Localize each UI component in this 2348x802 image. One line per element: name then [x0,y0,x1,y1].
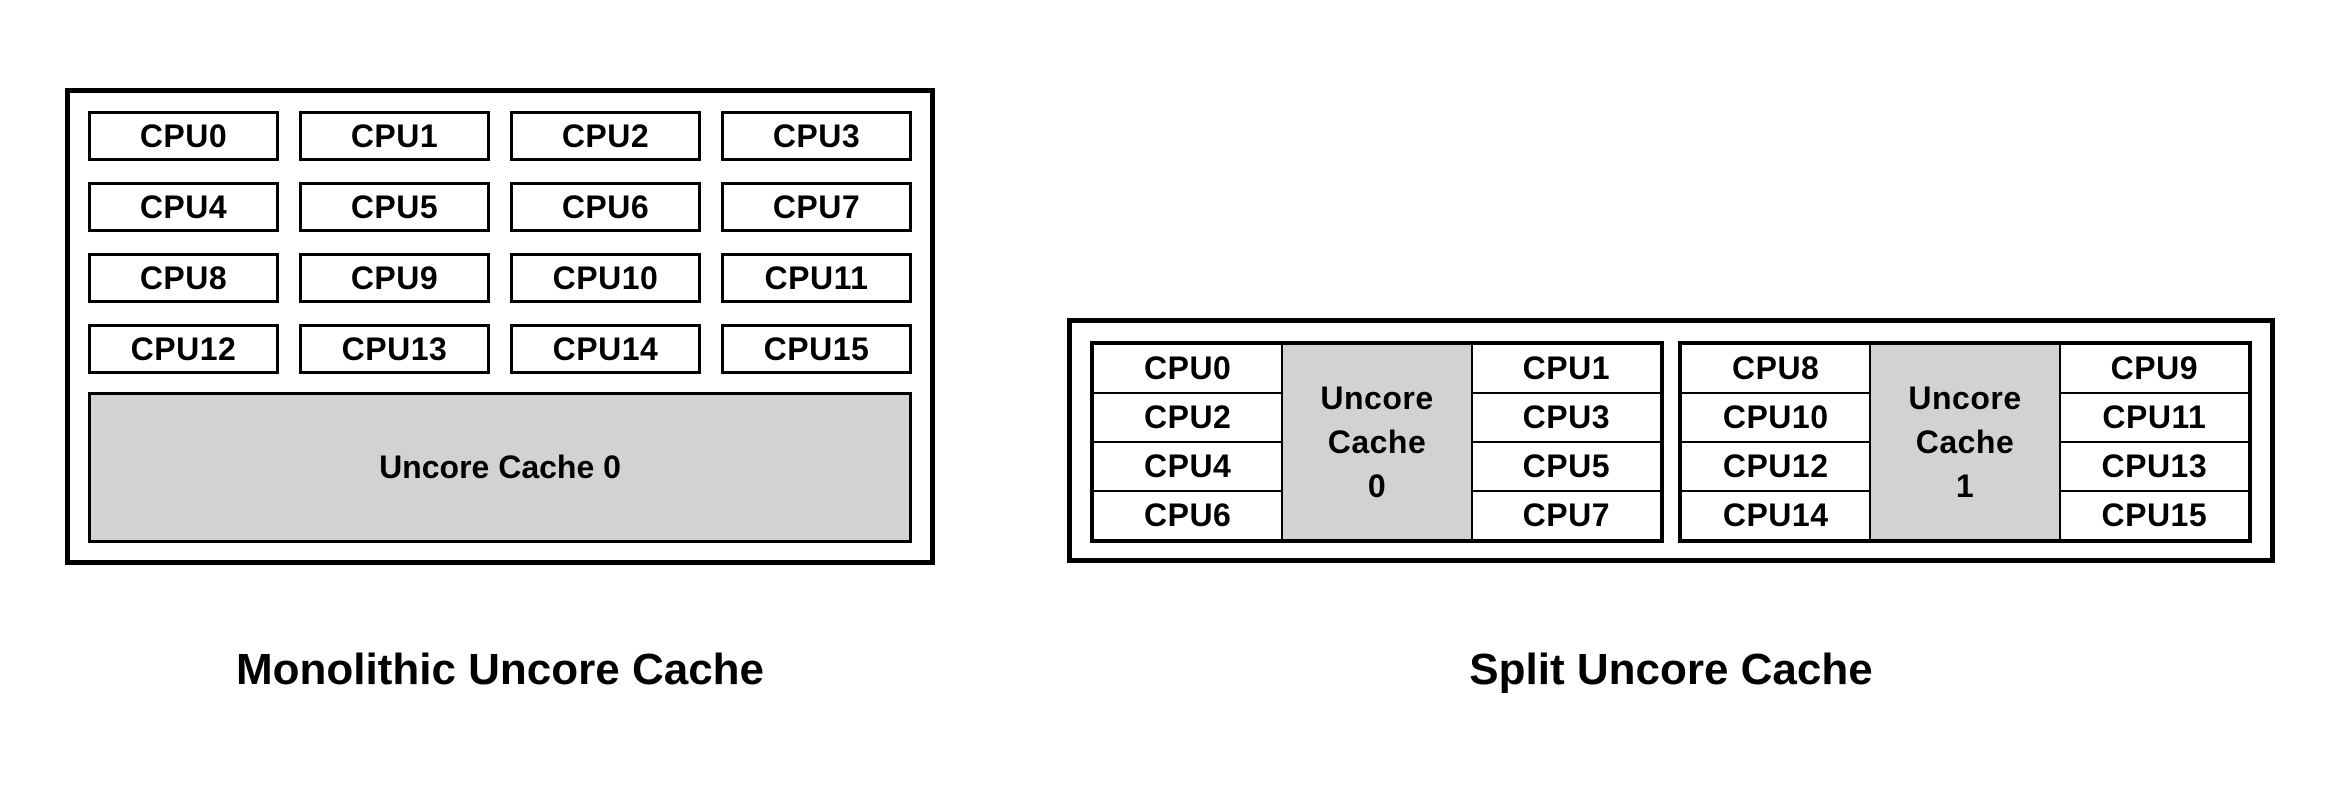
cpu-box: CPU4 [1093,442,1283,491]
cpu-box: CPU2 [510,111,701,161]
cpu-box: CPU7 [1471,491,1661,540]
cpu-box: CPU9 [299,253,490,303]
cpu-box: CPU10 [510,253,701,303]
cpu-box: CPU12 [88,324,279,374]
cache-label-line: 1 [1955,468,1975,504]
uncore-cache-box: Uncore Cache 0 [1282,344,1472,540]
cpu-box: CPU9 [2059,344,2249,393]
monolithic-diagram: CPU0 CPU1 CPU2 CPU3 CPU4 CPU5 CPU6 CPU7 … [65,88,935,565]
monolithic-cpu-grid: CPU0 CPU1 CPU2 CPU3 CPU4 CPU5 CPU6 CPU7 … [88,111,912,374]
cpu-box: CPU4 [88,182,279,232]
cpu-box: CPU0 [88,111,279,161]
cpu-box: CPU1 [299,111,490,161]
uncore-cache-box: Uncore Cache 0 [88,392,912,543]
cpu-box: CPU11 [721,253,912,303]
cpu-box: CPU13 [299,324,490,374]
cpu-box: CPU11 [2059,393,2249,442]
cache-label-line: Cache [1327,424,1427,460]
cpu-box: CPU7 [721,182,912,232]
split-diagram: CPU0 CPU2 CPU4 CPU6 Uncore Cache 0 CPU1 … [1067,318,2275,563]
cpu-box: CPU3 [1471,393,1661,442]
cpu-box: CPU12 [1681,442,1871,491]
cpu-box: CPU14 [510,324,701,374]
cpu-box: CPU0 [1093,344,1283,393]
cpu-box: CPU13 [2059,442,2249,491]
cpu-box: CPU3 [721,111,912,161]
cpu-box: CPU2 [1093,393,1283,442]
cpu-box: CPU8 [88,253,279,303]
cpu-box: CPU6 [1093,491,1283,540]
split-caption: Split Uncore Cache [1469,645,1873,694]
cpu-box: CPU15 [721,324,912,374]
cpu-box: CPU15 [2059,491,2249,540]
cache-label-line: 0 [1367,468,1387,504]
cpu-box: CPU10 [1681,393,1871,442]
cpu-box: CPU14 [1681,491,1871,540]
cache-label-line: Uncore [1320,380,1434,416]
cpu-box: CPU5 [299,182,490,232]
cache-label-line: Uncore [1908,380,2022,416]
cpu-cluster: CPU0 CPU2 CPU4 CPU6 Uncore Cache 0 CPU1 … [1090,341,1664,543]
cpu-box: CPU8 [1681,344,1871,393]
cpu-box: CPU5 [1471,442,1661,491]
cache-label-line: Cache [1915,424,2015,460]
cpu-box: CPU1 [1471,344,1661,393]
cpu-cluster: CPU8 CPU10 CPU12 CPU14 Uncore Cache 1 CP… [1678,341,2252,543]
monolithic-caption: Monolithic Uncore Cache [235,645,765,694]
cpu-box: CPU6 [510,182,701,232]
uncore-cache-box: Uncore Cache 1 [1870,344,2060,540]
